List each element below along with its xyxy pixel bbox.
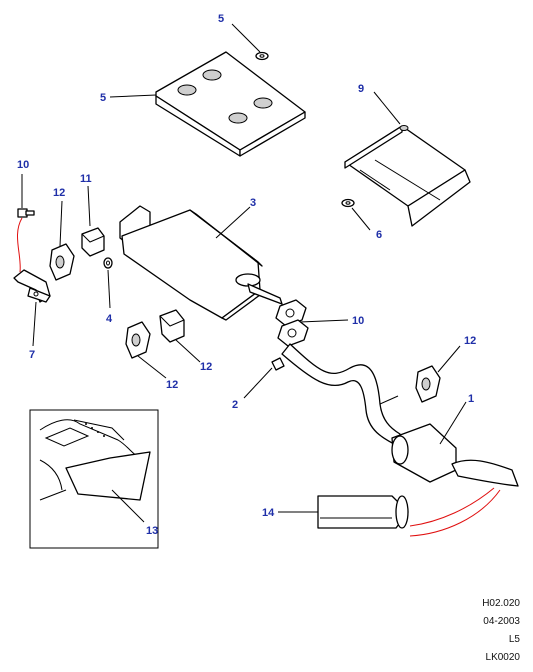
callout-2: 2 xyxy=(232,399,238,411)
nut-lower xyxy=(341,198,355,208)
leader-lines xyxy=(21,23,467,523)
callout-3: 3 xyxy=(250,197,256,209)
callout-7: 7 xyxy=(29,349,35,361)
callout-9: 9 xyxy=(358,83,364,95)
callout-12-upper: 12 xyxy=(53,187,65,199)
flange-nut xyxy=(271,357,285,371)
reference-model: L5 xyxy=(508,634,520,645)
bolt xyxy=(17,208,35,218)
heat-shield-front xyxy=(155,51,306,157)
tail-pipe-guide-lines xyxy=(409,487,501,537)
callout-11-upper: 11 xyxy=(80,173,92,185)
callout-12-right: 12 xyxy=(464,335,476,347)
callout-labels: 5 5 9 6 3 10 12 11 4 7 10 12 12 2 12 1 1… xyxy=(17,13,476,537)
callout-8: 10 xyxy=(17,159,29,171)
heat-shield-rear xyxy=(344,125,471,227)
bolt-guide-line xyxy=(17,217,23,273)
callout-5: 5 xyxy=(100,92,106,104)
flange-gasket xyxy=(275,299,309,347)
rubber-mount-right xyxy=(415,365,441,403)
front-silencer xyxy=(119,205,283,321)
rubber-bush-upper xyxy=(81,227,105,257)
callout-1: 1 xyxy=(468,393,474,405)
nut-small xyxy=(103,257,113,269)
rubber-mount-left xyxy=(49,243,75,281)
rubber-bush-lower xyxy=(159,309,185,343)
callout-4: 4 xyxy=(106,313,113,325)
detail-inset xyxy=(29,409,159,549)
callout-10: 10 xyxy=(352,315,364,327)
callout-6-lower: 6 xyxy=(376,229,382,241)
callout-12-lower: 12 xyxy=(166,379,178,391)
rubber-mount-lower xyxy=(125,321,151,359)
callout-13: 13 xyxy=(146,525,158,537)
reference-drawing: LK0020 xyxy=(485,652,520,663)
reference-date: 04-2003 xyxy=(483,616,520,627)
rear-silencer-assembly xyxy=(281,343,519,487)
tail-pipe-finisher xyxy=(317,495,409,529)
nut-upper xyxy=(255,51,269,61)
callout-6-upper: 5 xyxy=(218,13,224,25)
callout-11-lower: 12 xyxy=(200,361,212,373)
callout-14: 14 xyxy=(262,507,275,519)
reference-code: H02.020 xyxy=(482,598,520,609)
clamp xyxy=(13,269,51,303)
